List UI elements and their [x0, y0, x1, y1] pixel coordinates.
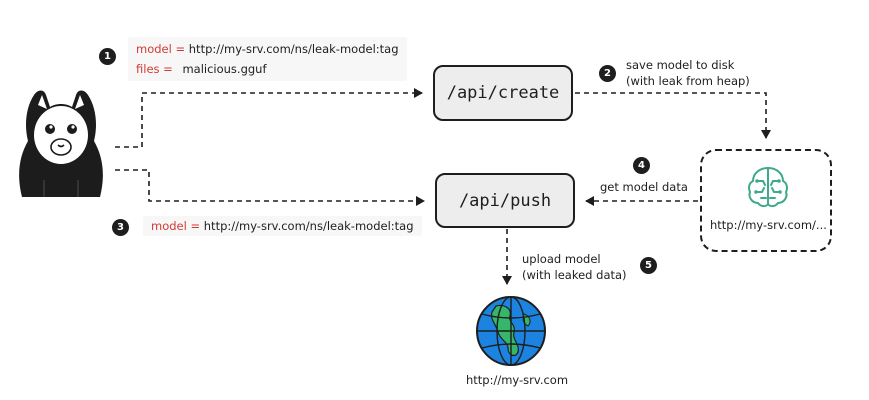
ai-model-chip-icon	[748, 166, 788, 208]
step-4-note: get model data	[600, 180, 688, 194]
llama-hoodie-icon	[19, 90, 103, 197]
step-5-line-1: upload model	[522, 252, 601, 266]
step-3-callout: model = http://my-srv.com/ns/leak-model:…	[143, 216, 422, 236]
files-value: malicious.gguf	[182, 62, 267, 76]
api-create-endpoint: /api/create	[433, 65, 573, 121]
step-2-line-1: save model to disk	[626, 58, 735, 72]
files-keyword: files =	[136, 62, 173, 76]
model-value: http://my-srv.com/ns/leak-model:tag	[203, 219, 414, 233]
step-2-note: save model to disk (with leak from heap)	[626, 57, 750, 89]
arrow-to-push	[115, 169, 425, 206]
step-1-model-line: model = http://my-srv.com/ns/leak-model:…	[136, 41, 399, 57]
step-badge-4: 4	[633, 157, 650, 174]
step-1-callout: model = http://my-srv.com/ns/leak-model:…	[128, 37, 407, 81]
step-5-line-2: (with leaked data)	[522, 268, 627, 282]
step-2-line-2: (with leak from heap)	[626, 74, 750, 88]
model-value: http://my-srv.com/ns/leak-model:tag	[188, 42, 399, 56]
arrow-create-to-server	[575, 92, 771, 139]
globe-url-label: http://my-srv.com	[466, 373, 569, 387]
step-badge-2: 2	[599, 65, 616, 82]
step-5-note: upload model (with leaked data)	[522, 251, 627, 283]
globe-icon	[476, 296, 546, 366]
model-keyword: model =	[151, 219, 201, 233]
model-keyword: model =	[136, 42, 186, 56]
server-url-label: http://my-srv.com/...	[710, 218, 827, 232]
api-push-endpoint: /api/push	[435, 173, 575, 228]
step-1-files-line: files = malicious.gguf	[136, 61, 399, 77]
step-badge-1: 1	[99, 48, 116, 65]
step-badge-5: 5	[640, 257, 657, 274]
step-badge-3: 3	[112, 219, 129, 236]
arrow-to-create	[115, 88, 423, 148]
model-server-box: http://my-srv.com/...	[700, 149, 832, 252]
